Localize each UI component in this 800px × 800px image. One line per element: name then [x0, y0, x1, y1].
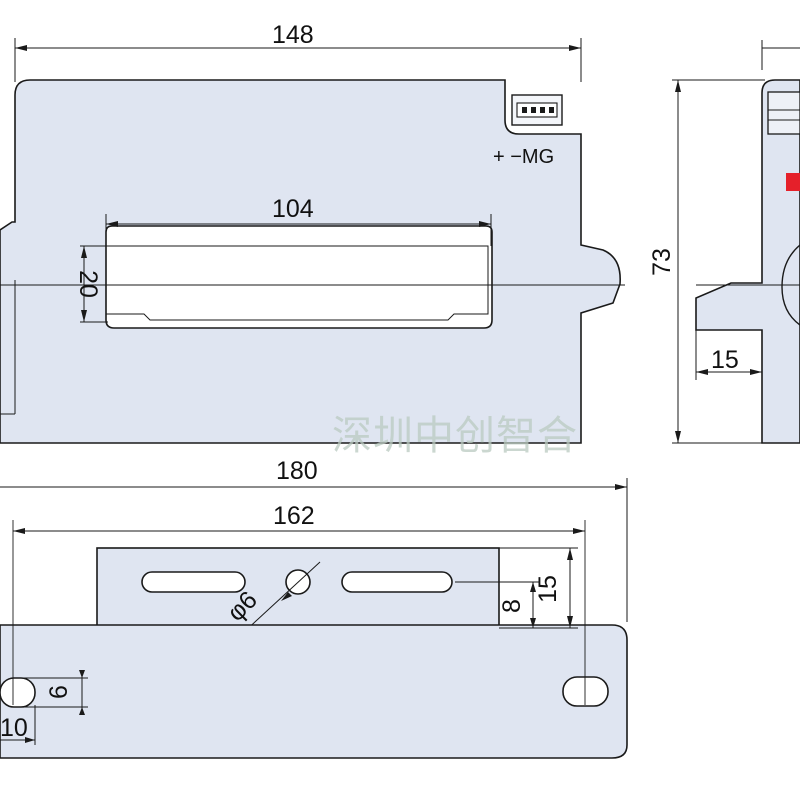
watermark-text: 深圳中创智合	[332, 413, 578, 459]
bracket-slot-right	[341, 571, 453, 593]
dim-side-height-label: 73	[648, 248, 676, 276]
dim-slot-offset-label: 8	[498, 599, 526, 613]
base-slot-right	[562, 676, 609, 707]
dim-side-height: 73	[648, 79, 765, 444]
dim-side-foot-label: 15	[711, 346, 739, 374]
dim-bracket-height: 15	[499, 547, 578, 629]
dim-window-height-label: 20	[74, 270, 102, 298]
bottom-view: φ6 180 162 15	[0, 457, 628, 759]
center-hole-leader	[242, 561, 321, 634]
window-aperture	[105, 225, 493, 329]
window-inner-outline	[106, 245, 489, 321]
indicator-led	[786, 173, 800, 191]
side-connector-block	[767, 91, 800, 135]
dim-front-width-label: 148	[272, 21, 314, 49]
front-view: + −MG 148 104	[0, 21, 625, 444]
connector-pin	[540, 107, 545, 113]
dim-bracket-height-label: 15	[534, 575, 562, 603]
connector-port	[516, 102, 558, 118]
dim-hole-pitch: 162	[13, 502, 585, 534]
dim-base-width-label: 180	[276, 457, 318, 485]
connector-pin	[522, 107, 527, 113]
connector-pin	[531, 107, 536, 113]
center-hole-arrow	[281, 592, 292, 601]
dim-slot-width-label: 6	[45, 685, 73, 699]
dim-base-width: 180	[0, 457, 628, 622]
bracket-slot-left	[141, 571, 246, 593]
dim-slot-width: 6	[20, 670, 88, 715]
dim-slot-edge: 10	[0, 705, 36, 745]
dim-window-height: 20	[74, 245, 108, 323]
dim-slot-offset: 8	[455, 581, 540, 628]
side-aperture-edge	[781, 244, 800, 326]
side-view: 73 15	[648, 40, 800, 444]
dim-window-width-label: 104	[272, 195, 314, 223]
connector-label: + −MG	[493, 146, 554, 168]
dim-hole-pitch-label: 162	[273, 502, 315, 530]
connector-pin	[549, 107, 554, 113]
base-slot-left	[0, 677, 36, 708]
dim-window-width: 104	[105, 195, 492, 246]
dim-front-width: 148	[14, 21, 582, 82]
dim-side-foot: 15	[695, 330, 763, 380]
base-plate	[0, 624, 628, 759]
dim-slot-edge-label: 10	[0, 714, 28, 742]
side-body-outline	[695, 79, 800, 444]
